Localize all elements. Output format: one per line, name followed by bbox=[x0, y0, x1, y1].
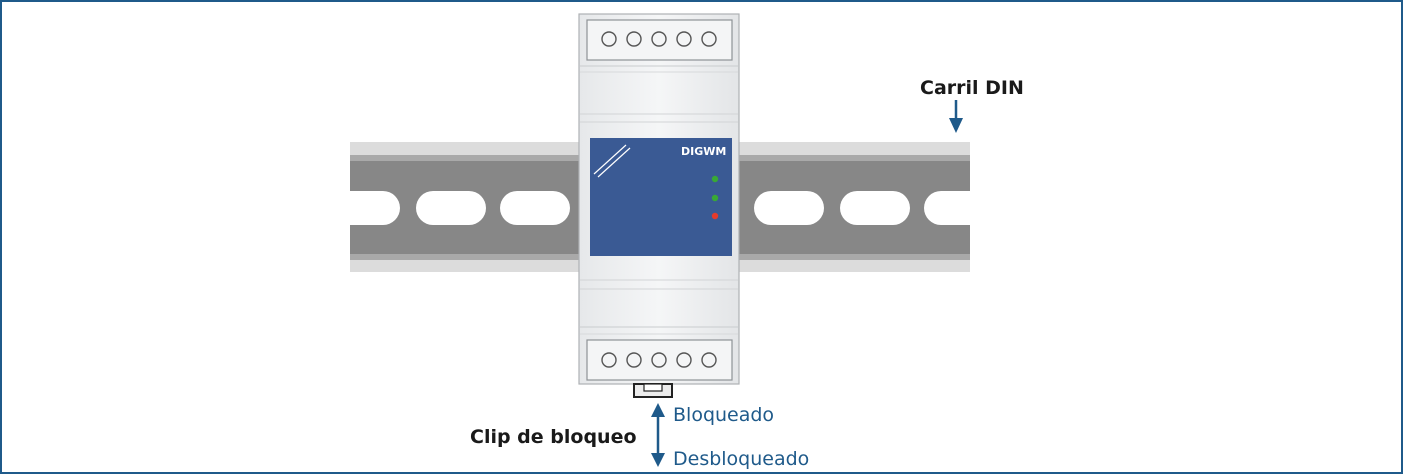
led-red bbox=[711, 212, 719, 220]
model-label: DIGWM bbox=[681, 145, 727, 158]
front-panel bbox=[590, 138, 732, 256]
din-module bbox=[578, 13, 740, 398]
rail-slot bbox=[328, 191, 994, 225]
locking-clip bbox=[633, 383, 673, 398]
up-down-arrow-icon bbox=[651, 403, 665, 467]
locking-clip-label: Clip de bloqueo bbox=[470, 426, 637, 448]
down-arrow-icon bbox=[949, 100, 963, 133]
top-terminal-block bbox=[586, 19, 733, 61]
locked-label: Bloqueado bbox=[673, 404, 775, 426]
bottom-terminal-block bbox=[586, 339, 733, 381]
unlocked-label: Desbloqueado bbox=[673, 448, 810, 470]
led-green-2 bbox=[711, 194, 719, 202]
led-green-1 bbox=[711, 175, 719, 183]
din-rail-label: Carril DIN bbox=[920, 77, 1024, 99]
